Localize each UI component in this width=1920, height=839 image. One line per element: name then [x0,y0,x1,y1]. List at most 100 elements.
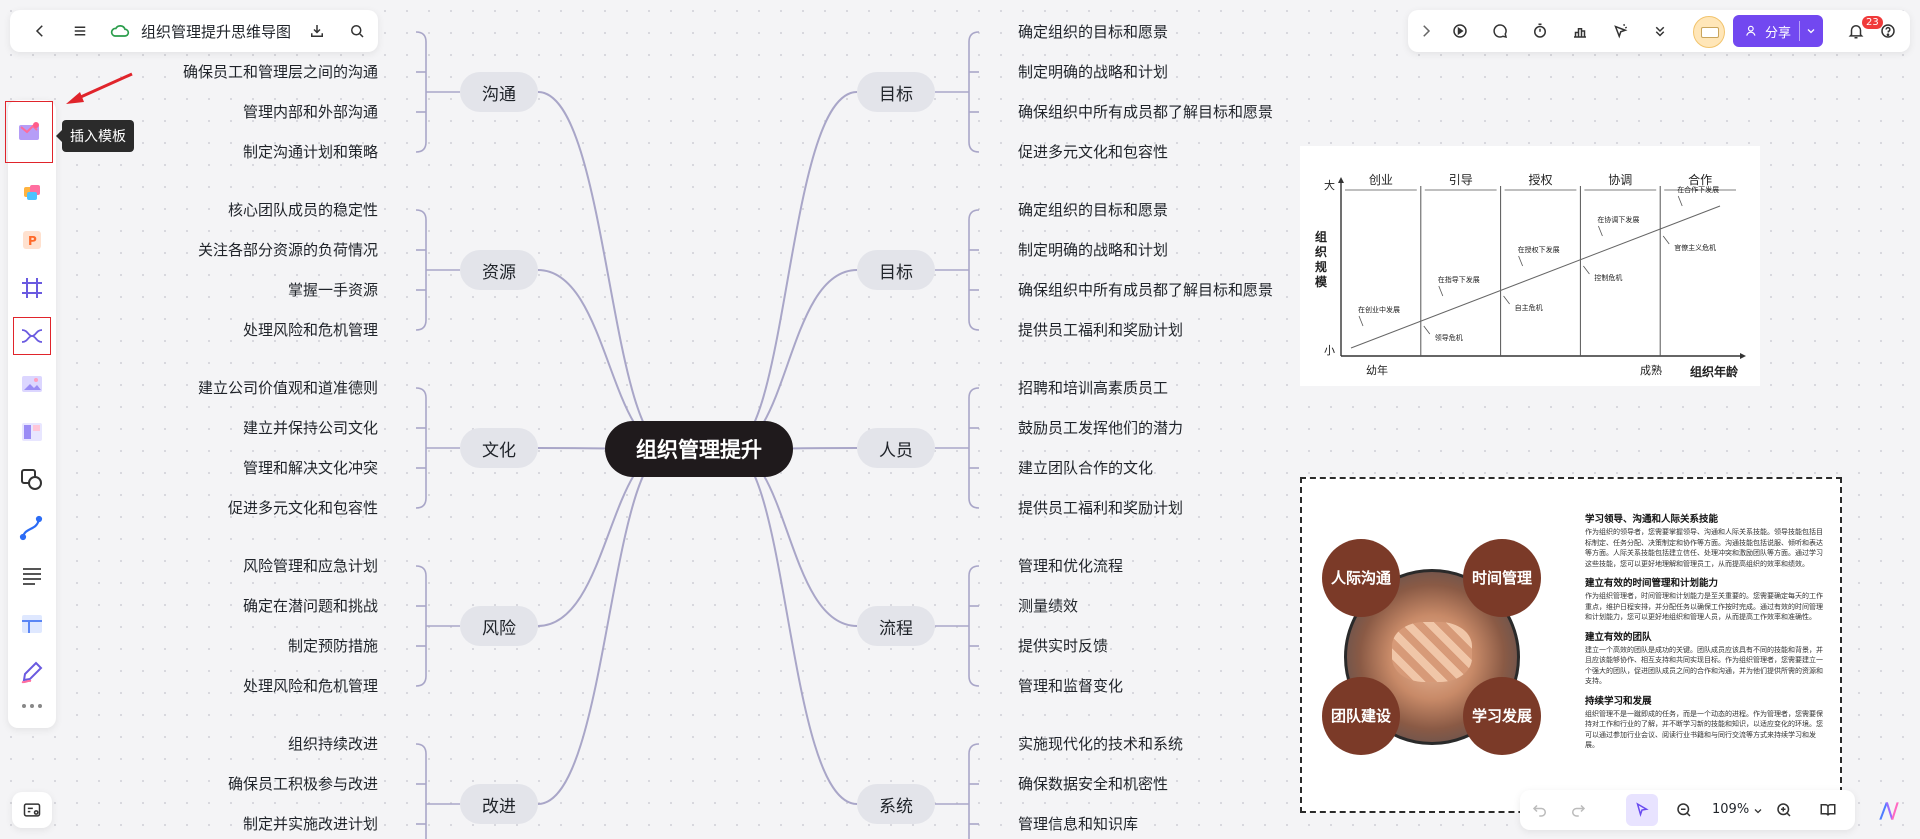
notification-badge: 23 [1862,16,1883,29]
mindmap-branch[interactable]: 改进 [460,784,538,824]
back-button[interactable] [26,17,54,45]
mindmap-leaf[interactable]: 核心团队成员的稳定性 [227,201,378,219]
mindmap-leaf[interactable]: 确定组织的目标和愿景 [1018,201,1169,219]
document-title[interactable]: 组织管理提升思维导图 [141,23,292,41]
mindmap-branch[interactable]: 流程 [857,606,935,646]
mindmap-leaf[interactable]: 建立团队合作的文化 [1018,459,1154,477]
present-button[interactable] [1446,17,1474,45]
mindmap-leaf[interactable]: 关注各部分资源的负荷情况 [197,241,378,259]
collapse-toolbar-button[interactable] [1412,17,1440,45]
zoom-level[interactable]: 109% [1712,802,1750,817]
select-tool-button[interactable] [1626,794,1658,826]
mindmap-leaf[interactable]: 处理风险和危机管理 [242,677,378,695]
mindmap-leaf[interactable]: 鼓励员工发挥他们的潜力 [1018,419,1184,437]
laser-pointer-icon [1614,23,1628,39]
insert-template-button[interactable] [5,101,53,163]
mindmap-branch[interactable]: 系统 [857,784,935,824]
frame-icon [22,278,42,298]
zoom-out-button[interactable] [1670,796,1698,824]
zoom-in-button[interactable] [1770,796,1798,824]
notification-button[interactable] [1842,17,1870,45]
mindmap-leaf[interactable]: 组织持续改进 [287,735,378,753]
mindmap-leaf[interactable]: 管理和解决文化冲突 [242,459,378,477]
mindmap-leaf[interactable]: 提供员工福利和奖励计划 [1018,321,1184,339]
reading-mode-button[interactable] [1814,796,1842,824]
minimap-button[interactable] [12,792,52,828]
mindmap-leaf[interactable]: 确保组织中所有成员都了解目标和愿景 [1018,103,1274,121]
mindmap-leaf[interactable]: 制定预防措施 [287,637,378,655]
growth-pointer [1438,285,1444,297]
chevron-down-icon[interactable] [1752,805,1764,817]
shape-button[interactable] [14,462,50,498]
mindmap-leaf[interactable]: 实施现代化的技术和系统 [1018,735,1184,753]
mindmap-leaf[interactable]: 建立公司价值观和道准德则 [197,379,378,397]
mindmap-leaf[interactable]: 管理内部和外部沟通 [242,103,378,121]
search-button[interactable] [343,17,371,45]
mindmap-leaf[interactable]: 促进多元文化和包容性 [1018,143,1169,161]
download-icon [311,25,323,37]
text-button[interactable] [14,558,50,594]
section-body: 组织管理不是一蹴即成的任务，而是一个动态的进程。作为管理者，您需要保持对工作和行… [1585,709,1823,750]
mindmap-leaf[interactable]: 确保员工积极参与改进 [227,775,378,793]
more-button[interactable] [14,696,50,716]
mindmap-leaf[interactable]: 提供实时反馈 [1018,637,1109,655]
mindmap-leaf[interactable]: 制定明确的战略和计划 [1018,63,1169,81]
mindmap-leaf[interactable]: 确定在潜问题和挑战 [242,597,378,615]
mindmap-leaf[interactable]: 制定并实施改进计划 [242,815,378,833]
slides-button[interactable]: P [14,222,50,258]
mindmap-leaf[interactable]: 掌握一手资源 [287,281,378,299]
undo-button[interactable] [1526,796,1554,824]
mindmap-branch[interactable]: 文化 [460,428,538,468]
mindmap-leaf[interactable]: 管理信息和知识库 [1018,815,1139,833]
mindmap-leaf[interactable]: 招聘和培训高素质员工 [1018,379,1169,397]
redo-button[interactable] [1564,796,1592,824]
vote-button[interactable] [1566,17,1594,45]
mindmap-leaf[interactable]: 制定沟通计划和策略 [242,143,378,161]
chevron-down-icon[interactable] [1805,25,1817,37]
mindmap-leaf[interactable]: 促进多元文化和包容性 [227,499,378,517]
mindmap-branch[interactable]: 目标 [857,72,935,112]
info-card[interactable]: 人际沟通 时间管理 团队建设 学习发展 学习领导、沟通和人际关系技能 作为组织的… [1300,477,1842,813]
image-button[interactable] [14,366,50,402]
menu-button[interactable] [66,17,94,45]
mindmap-branch[interactable]: 风险 [460,606,538,646]
mindmap-branch[interactable]: 资源 [460,250,538,290]
pen-button[interactable] [14,654,50,690]
frame-button[interactable] [14,270,50,306]
more-tools-button[interactable] [1646,17,1674,45]
connector-line [968,743,980,839]
timer-button[interactable] [1526,17,1554,45]
mindmap-leaf[interactable]: 风险管理和应急计划 [242,557,378,575]
mindmap-leaf[interactable]: 处理风险和危机管理 [242,321,378,339]
sticker-button[interactable] [14,175,50,211]
mindmap-button[interactable] [13,317,51,355]
mindmap-leaf[interactable]: 确保数据安全和机密性 [1018,775,1169,793]
connector-button[interactable] [14,510,50,546]
mindmap-leaf[interactable]: 确保组织中所有成员都了解目标和愿景 [1018,281,1274,299]
table-button[interactable] [14,606,50,642]
mindmap-branch[interactable]: 人员 [857,428,935,468]
mindmap-branch[interactable]: 目标 [857,250,935,290]
ai-assistant-button[interactable] [1872,794,1906,828]
mindmap-leaf[interactable]: 确定组织的目标和愿景 [1018,23,1169,41]
mindmap-branch[interactable]: 沟通 [460,72,538,112]
mindmap-leaf[interactable]: 测量绩效 [1018,597,1079,615]
user-avatar[interactable] [1693,16,1725,48]
growth-chart[interactable]: 创业引导授权协调合作大小组织规模幼年成熟组织年龄在创业中发展在指导下发展在授权下… [1300,146,1760,386]
ai-logo-icon [1879,802,1899,820]
crisis-pointer [1503,295,1510,305]
mindmap-leaf[interactable]: 管理和监督变化 [1018,677,1124,695]
help-button[interactable] [1874,17,1902,45]
comment-icon [1493,24,1508,39]
mindmap-leaf[interactable]: 提供员工福利和奖励计划 [1018,499,1184,517]
mindmap-leaf[interactable]: 确保员工和管理层之间的沟通 [182,63,378,81]
mindmap-leaf[interactable]: 制定明确的战略和计划 [1018,241,1169,259]
download-button[interactable] [303,17,331,45]
share-button[interactable]: 分享 [1733,15,1823,47]
layout-button[interactable] [14,414,50,450]
mindmap-leaf[interactable]: 建立并保持公司文化 [242,419,378,437]
mindmap-leaf[interactable]: 管理和优化流程 [1018,557,1124,575]
laser-pointer-button[interactable] [1606,17,1634,45]
comment-button[interactable] [1486,17,1514,45]
mindmap-root[interactable]: 组织管理提升 [605,421,793,477]
